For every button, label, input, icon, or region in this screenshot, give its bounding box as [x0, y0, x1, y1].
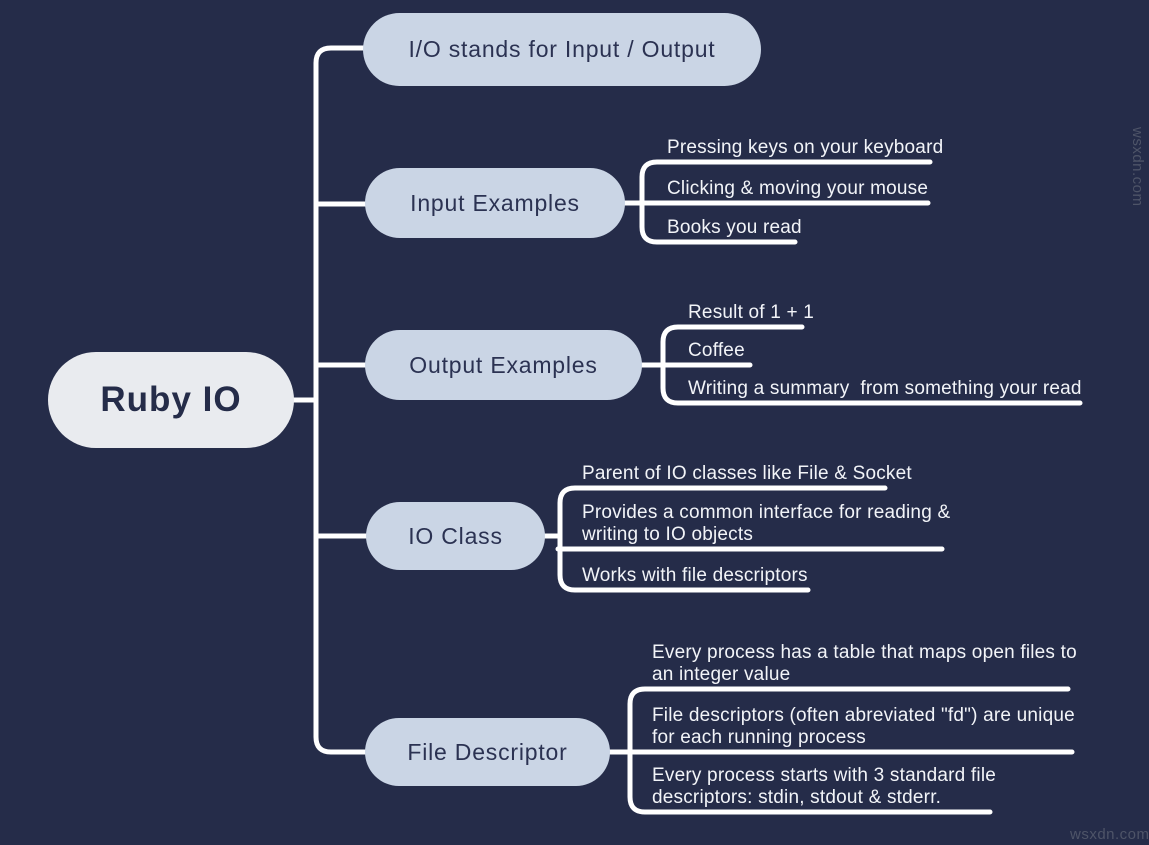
branch-node-io-definition: I/O stands for Input / Output — [363, 13, 761, 86]
root-node: Ruby IO — [48, 352, 294, 448]
leaf-result-of-1-plus-1: Result of 1 + 1 — [688, 301, 815, 323]
leaf-writing-summary: Writing a summary from something your re… — [688, 377, 1082, 399]
branch-node-label: I/O stands for Input / Output — [408, 36, 716, 62]
leaf-works-with-fd: Works with file descriptors — [582, 564, 808, 586]
leaf-pressing-keys: Pressing keys on your keyboard — [667, 136, 944, 158]
branch-node-label: IO Class — [408, 522, 503, 549]
branch-node-label: File Descriptor — [407, 738, 568, 765]
branch-node-output-examples: Output Examples — [365, 330, 642, 400]
branch-node-io-class: IO Class — [366, 502, 545, 570]
branch-node-input-examples: Input Examples — [365, 168, 625, 238]
leaf-fd-unique: File descriptors (often abreviated "fd")… — [652, 705, 1075, 748]
watermark-side: wsxdn.com — [1129, 127, 1146, 207]
branch-node-file-descriptor: File Descriptor — [365, 718, 610, 786]
leaf-process-table: Every process has a table that maps open… — [652, 642, 1077, 685]
leaf-standard-descriptors: Every process starts with 3 standard fil… — [652, 765, 997, 808]
leaf-clicking-mouse: Clicking & moving your mouse — [667, 177, 929, 199]
trunk-line — [313, 45, 368, 755]
branch-node-label: Output Examples — [409, 351, 598, 378]
leaf-coffee: Coffee — [688, 339, 745, 361]
root-node-label: Ruby IO — [100, 380, 242, 419]
leaf-parent-of-io-classes: Parent of IO classes like File & Socket — [582, 462, 912, 484]
leaf-common-interface: Provides a common interface for reading … — [582, 502, 951, 545]
ioclass-leaves-bracket — [557, 485, 888, 593]
watermark-bottom: wsxdn.com — [1070, 826, 1149, 843]
branch-node-label: Input Examples — [410, 189, 580, 216]
leaf-books-read: Books you read — [667, 216, 802, 238]
